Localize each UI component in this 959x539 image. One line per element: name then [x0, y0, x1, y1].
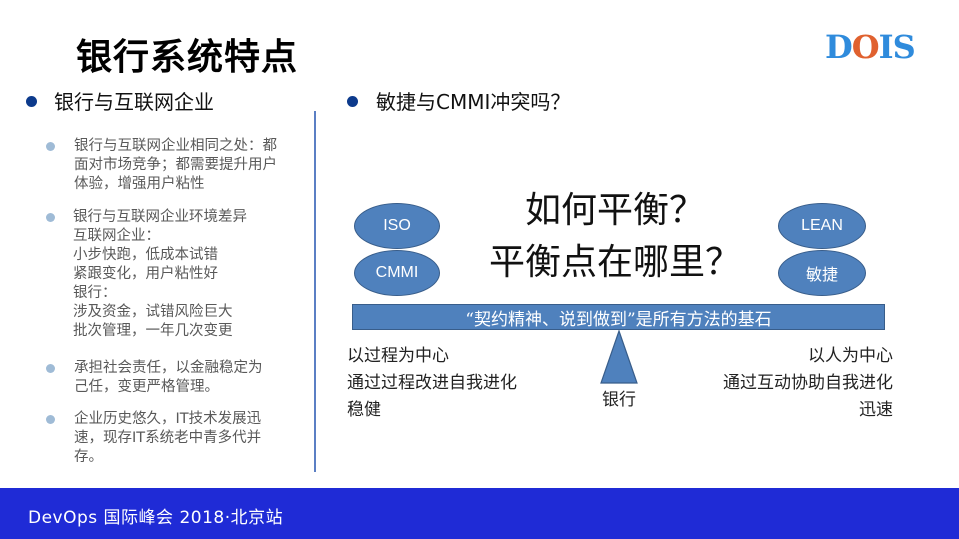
- logo-o: O: [851, 28, 880, 66]
- fulcrum-triangle-icon: [600, 329, 638, 389]
- logo-is: IS: [878, 28, 916, 66]
- slide-title: 银行系统特点: [76, 37, 299, 78]
- right-section-bullet-icon: [347, 94, 358, 112]
- right-desc-1: 以人为中心: [808, 346, 893, 366]
- question-line-1: 如何平衡？: [524, 190, 705, 231]
- right-desc-3: 迅速: [859, 400, 893, 420]
- dois-logo: DOIS: [825, 28, 916, 66]
- bullet-icon: [46, 142, 55, 151]
- left-desc-3: 稳健: [347, 400, 381, 420]
- left-desc-1: 以过程为中心: [347, 346, 449, 366]
- list-item: 银行与互联网企业环境差异 互联网企业： 小步快跑，低成本试错 紧跟变化，用户粘性…: [73, 209, 247, 339]
- list-item: 承担社会责任，以金融稳定为 己任，变更严格管理。: [74, 360, 263, 395]
- footer-text: DevOps 国际峰会 2018·北京站: [28, 508, 284, 528]
- fulcrum-label: 银行: [602, 390, 636, 410]
- left-section-heading: 银行与互联网企业: [54, 90, 214, 114]
- lean-ellipse: LEAN: [778, 203, 866, 249]
- agile-ellipse: 敏捷: [778, 250, 866, 296]
- cmmi-ellipse: CMMI: [354, 250, 440, 296]
- iso-ellipse: ISO: [354, 203, 440, 249]
- bullet-icon: [46, 415, 55, 424]
- bullet-icon: [46, 213, 55, 222]
- right-section-heading: 敏捷与CMMI冲突吗？: [376, 90, 571, 114]
- footer-bar: [0, 488, 959, 539]
- left-section-bullet-icon: [26, 94, 37, 112]
- column-divider: [314, 111, 316, 472]
- left-desc-2: 通过过程改进自我进化: [347, 373, 517, 393]
- balance-beam: “契约精神、说到做到”是所有方法的基石: [352, 304, 885, 330]
- list-item: 企业历史悠久，IT技术发展迅 速，现存IT系统老中青多代并 存。: [74, 411, 262, 465]
- bullet-icon: [46, 364, 55, 373]
- question-line-2: 平衡点在哪里？: [488, 242, 741, 283]
- list-item: 银行与互联网企业相同之处：都 面对市场竞争；都需要提升用户 体验，增强用户粘性: [74, 138, 277, 192]
- right-desc-2: 通过互动协助自我进化: [723, 373, 893, 393]
- logo-d: D: [825, 28, 853, 66]
